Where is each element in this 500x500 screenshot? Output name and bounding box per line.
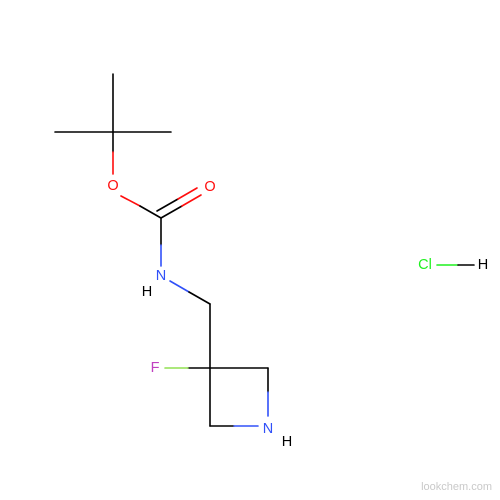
- bond-carbonyl-double: [156, 187, 202, 219]
- bond-o-ester-c-carbonyl: [120, 195, 162, 219]
- atom-o-ester: O: [107, 178, 118, 194]
- bond-n-ch2: [169, 280, 211, 305]
- atom-fluorine: F: [151, 360, 160, 376]
- tert-butyl-group: [54, 73, 172, 133]
- atom-h-azetidine: H: [282, 434, 292, 450]
- atom-n-carbamate: N: [156, 268, 166, 284]
- atom-h-salt: H: [478, 257, 488, 273]
- atom-chlorine: Cl: [418, 257, 432, 273]
- atom-h-carbamate: H: [142, 284, 152, 300]
- azetidine-ring: [209, 367, 269, 427]
- atom-n-azetidine: N: [263, 421, 273, 437]
- watermark-text: lookchem.com: [421, 481, 492, 493]
- atom-o-carbonyl: O: [204, 179, 215, 195]
